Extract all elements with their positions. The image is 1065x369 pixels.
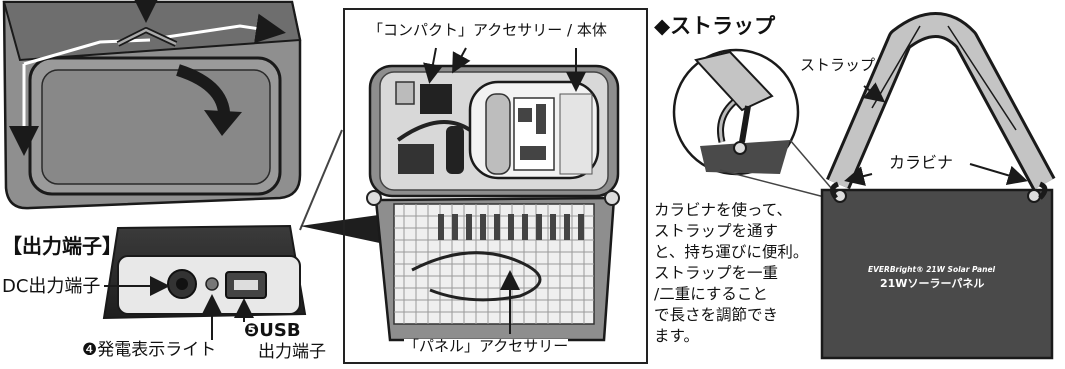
strap-illustration [672, 12, 1056, 360]
output-section-title: 【出力端子】 [2, 234, 122, 258]
description-line: と、持ち運びに便利。 [654, 243, 809, 261]
usb-output-label-line1: ❺USB [244, 320, 301, 341]
panel-accessory-label: 「パネル」アクセサリー [404, 337, 569, 355]
carabiner-label: カラビナ [886, 155, 957, 171]
open-case-illustration [366, 47, 620, 342]
description-line: カラビナを使って、 [654, 201, 792, 219]
power-indicator-label: ❹発電表示ライト [82, 340, 217, 360]
description-line: ます。 [654, 327, 699, 345]
indicator-light-icon [205, 277, 219, 291]
output-port-panel [102, 129, 400, 340]
strap-label: ストラップ [800, 56, 876, 74]
strap-section-title: ◆ストラップ [654, 14, 776, 38]
description-line: で長さを調節でき [654, 306, 779, 324]
panel-brand-text: EVERBright® 21W Solar Panel [868, 265, 996, 274]
description-line: ストラップを通す [654, 222, 779, 240]
compact-accessory-label: 「コンパクト」アクセサリー / 本体 [368, 21, 607, 39]
usb-output-label-line2: 出力端子 [258, 342, 326, 362]
description-line: ストラップを一重 [654, 264, 779, 282]
dc-output-label: DC出力端子 [2, 276, 101, 297]
description-line: /二重にすること [654, 285, 768, 303]
closed-case-illustration [2, 0, 302, 210]
open-case-frame [343, 8, 648, 364]
panel-name-text: 21Wソーラーパネル [880, 277, 985, 290]
strap-description: カラビナを使って、 ストラップを通す と、持ち運びに便利。 ストラップを一重 /… [654, 200, 808, 347]
